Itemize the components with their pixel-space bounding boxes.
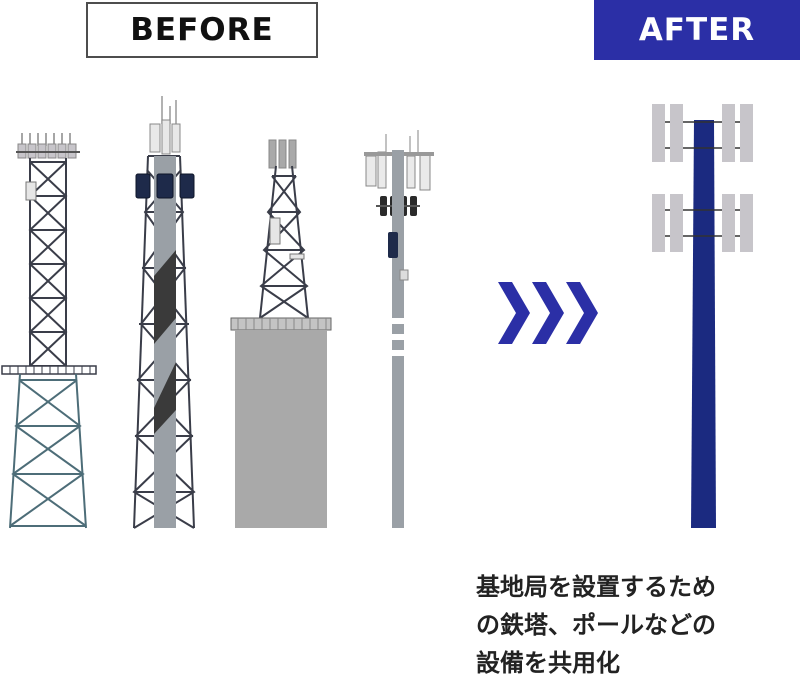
caption: 基地局を設置するため の鉄塔、ポールなどの 設備を共用化 bbox=[476, 568, 806, 682]
monopole-4 bbox=[364, 130, 434, 528]
caption-line-2: の鉄塔、ポールなどの bbox=[476, 611, 716, 639]
transition-arrows bbox=[498, 282, 598, 344]
shared-antennas bbox=[652, 104, 753, 252]
rooftop-tower-3 bbox=[230, 139, 332, 528]
before-label: BEFORE bbox=[86, 2, 318, 58]
caption-line-3: 設備を共用化 bbox=[476, 649, 620, 677]
shared-pole bbox=[652, 104, 753, 528]
caption-line-1: 基地局を設置するため bbox=[476, 573, 716, 601]
lattice-tower-1 bbox=[1, 133, 97, 529]
striped-tower-2 bbox=[132, 96, 196, 529]
after-label: AFTER bbox=[594, 0, 800, 60]
